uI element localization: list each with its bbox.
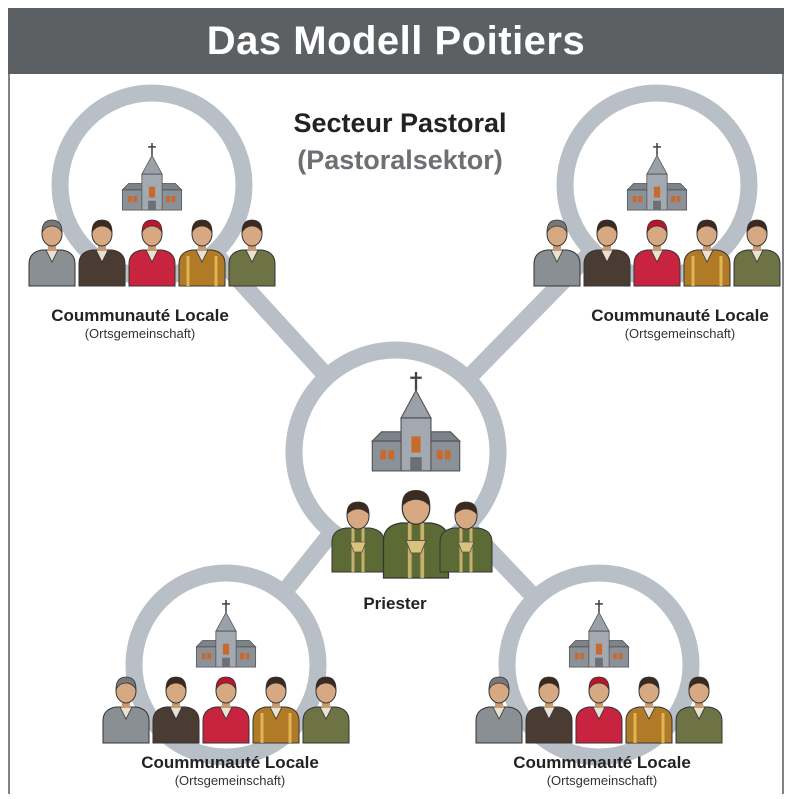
person-icon [683,219,731,287]
community-translation: (Ortsgemeinschaft) [546,773,658,788]
person-icon [78,219,126,287]
community-name: Coummunauté Locale [513,753,691,772]
community-label-bottom-left: Coummunauté Locale (Ortsgemeinschaft) [98,753,362,788]
community-name: Coummunauté Locale [591,306,769,325]
frame-right-border [782,74,784,794]
person-icon [28,219,76,287]
person-icon [525,676,573,744]
church-icon [568,600,630,668]
person-icon [252,676,300,744]
page-title: Das Modell Poitiers [206,19,586,63]
person-icon [475,676,523,744]
person-icon [228,219,276,287]
person-icon [178,219,226,287]
sector-title: Secteur Pastoral [293,108,507,138]
priest-icon [382,489,450,579]
person-icon [633,219,681,287]
church-icon [195,600,257,668]
frame-left-border [8,74,10,794]
person-icon [152,676,200,744]
person-icon [202,676,250,744]
sector-subtitle: (Pastoralsektor) [297,145,503,175]
person-icon [575,676,623,744]
church-icon [370,372,462,472]
community-name: Coummunauté Locale [51,306,229,325]
person-icon [302,676,350,744]
community-label-top-left: Coummunauté Locale (Ortsgemeinschaft) [8,306,272,341]
priest-icon [331,501,385,573]
priest-label: Priester [363,594,427,613]
community-translation: (Ortsgemeinschaft) [624,326,736,341]
community-name: Coummunauté Locale [141,753,319,772]
community-label-top-right: Coummunauté Locale (Ortsgemeinschaft) [548,306,792,341]
person-icon [533,219,581,287]
church-icon [626,143,688,211]
figures-layer [28,143,781,744]
person-icon [128,219,176,287]
person-icon [625,676,673,744]
header-bar: Das Modell Poitiers [8,8,784,74]
priest-icon [439,501,493,573]
person-icon [102,676,150,744]
church-icon [121,143,183,211]
person-icon [675,676,723,744]
community-translation: (Ortsgemeinschaft) [174,773,286,788]
person-icon [583,219,631,287]
community-translation: (Ortsgemeinschaft) [84,326,196,341]
community-label-bottom-right: Coummunauté Locale (Ortsgemeinschaft) [470,753,734,788]
person-icon [733,219,781,287]
